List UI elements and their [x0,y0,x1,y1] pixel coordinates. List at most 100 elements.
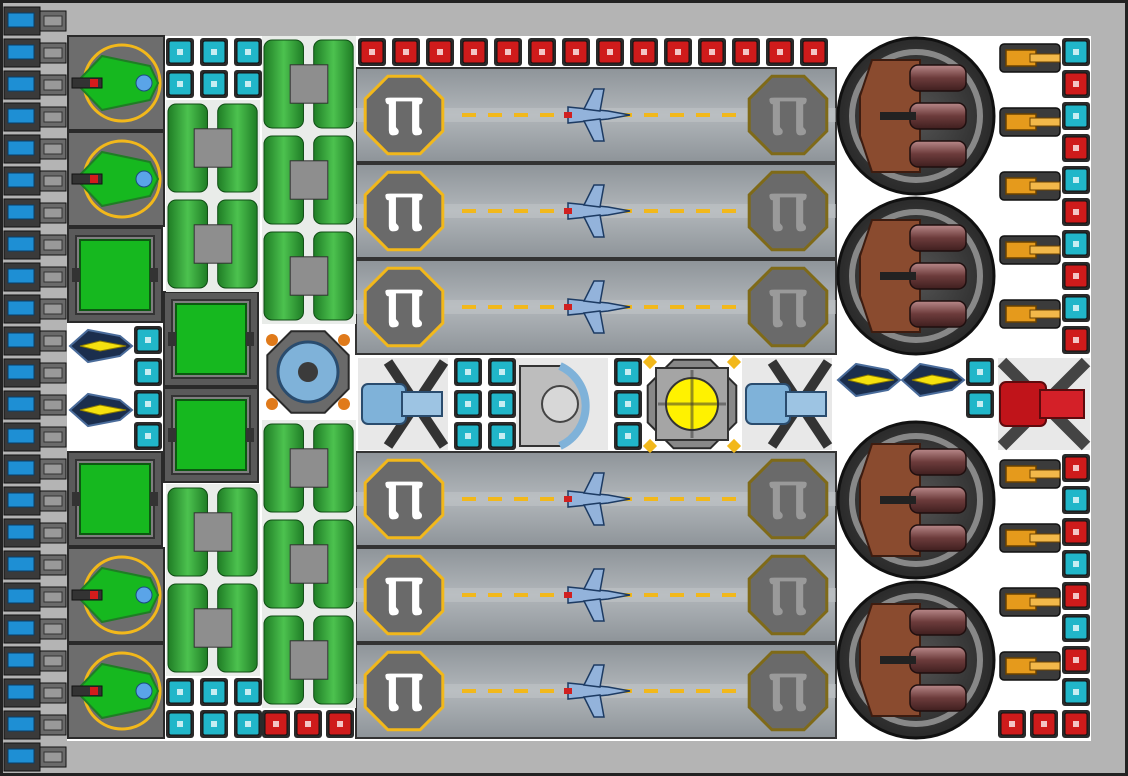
cyan-block[interactable] [1062,230,1090,258]
thruster-unit[interactable] [3,262,67,292]
reactor-pipes[interactable] [166,36,356,708]
red-block[interactable] [1030,710,1058,738]
side-gun[interactable] [999,459,1061,489]
cyan-block[interactable] [200,70,228,98]
red-block[interactable] [326,710,354,738]
thruster-unit[interactable] [3,166,67,196]
red-block[interactable] [998,710,1026,738]
side-gun[interactable] [999,587,1061,617]
thruster-unit[interactable] [3,230,67,260]
cyan-block[interactable] [454,390,482,418]
thruster-unit[interactable] [3,294,67,324]
cyan-block[interactable] [1062,294,1090,322]
pipe-segment[interactable] [166,484,260,580]
thruster-unit[interactable] [3,646,67,676]
red-block[interactable] [1062,70,1090,98]
red-block[interactable] [1062,710,1090,738]
pipe-segment[interactable] [262,132,356,228]
pipe-segment[interactable] [166,580,260,676]
thruster-unit[interactable] [3,582,67,612]
thruster-unit[interactable] [3,70,67,100]
heavy-cannon[interactable] [836,420,996,580]
shield-dome[interactable] [516,358,608,450]
red-block[interactable] [358,38,386,66]
cyan-block[interactable] [200,678,228,706]
cyan-block[interactable] [234,710,262,738]
heavy-cannon[interactable] [836,580,996,740]
thruster-unit[interactable] [3,326,67,356]
red-block[interactable] [494,38,522,66]
red-block[interactable] [800,38,828,66]
cyan-block[interactable] [966,390,994,418]
red-block[interactable] [392,38,420,66]
pipe-segment[interactable] [262,36,356,132]
red-block[interactable] [460,38,488,66]
thruster-unit[interactable] [3,614,67,644]
cyan-block[interactable] [200,38,228,66]
red-block[interactable] [698,38,726,66]
blue-cannon[interactable] [358,358,449,450]
red-block[interactable] [596,38,624,66]
cyan-block[interactable] [614,358,642,386]
pipe-segment[interactable] [262,516,356,612]
small-fighter[interactable] [900,362,966,398]
red-block[interactable] [262,710,290,738]
fighter-turrets[interactable] [67,35,966,739]
red-block[interactable] [1062,646,1090,674]
thruster-column[interactable] [3,6,67,772]
thruster-unit[interactable] [3,38,67,68]
red-block[interactable] [732,38,760,66]
cyan-block[interactable] [454,422,482,450]
red-block[interactable] [1062,518,1090,546]
heavy-cannons[interactable] [836,36,996,740]
thruster-unit[interactable] [3,134,67,164]
red-block[interactable] [1062,198,1090,226]
reactor-hub[interactable] [266,330,350,414]
red-block[interactable] [1062,262,1090,290]
cyan-block[interactable] [166,70,194,98]
blue-cannon[interactable] [742,358,833,450]
thruster-unit[interactable] [3,518,67,548]
cyan-block[interactable] [1062,614,1090,642]
cyan-block[interactable] [1062,486,1090,514]
thruster-unit[interactable] [3,198,67,228]
red-block[interactable] [1062,582,1090,610]
red-block[interactable] [664,38,692,66]
cyan-block[interactable] [134,390,162,418]
cyan-block[interactable] [614,390,642,418]
center-corridor[interactable] [266,330,1091,454]
cargo-block[interactable] [67,451,163,547]
fighter-turret[interactable] [67,35,165,131]
red-block[interactable] [562,38,590,66]
red-block[interactable] [294,710,322,738]
red-block[interactable] [1062,326,1090,354]
side-gun[interactable] [999,43,1061,73]
cyan-block[interactable] [134,358,162,386]
thruster-unit[interactable] [3,102,67,132]
thruster-unit[interactable] [3,550,67,580]
cargo-block[interactable] [163,387,259,483]
cyan-block[interactable] [1062,550,1090,578]
heavy-cannon[interactable] [836,196,996,356]
red-engine[interactable] [997,357,1091,451]
side-gun[interactable] [999,651,1061,681]
heavy-cannon[interactable] [836,36,996,196]
small-fighter[interactable] [68,392,134,428]
red-block[interactable] [766,38,794,66]
thruster-unit[interactable] [3,486,67,516]
ship-core[interactable] [642,354,742,454]
cyan-block[interactable] [134,422,162,450]
pipe-segment[interactable] [166,196,260,292]
side-gun[interactable] [999,523,1061,553]
cyan-block[interactable] [1062,102,1090,130]
cargo-block[interactable] [163,291,259,387]
fighter-turret[interactable] [67,547,165,643]
cyan-block[interactable] [166,710,194,738]
cyan-block[interactable] [1062,678,1090,706]
